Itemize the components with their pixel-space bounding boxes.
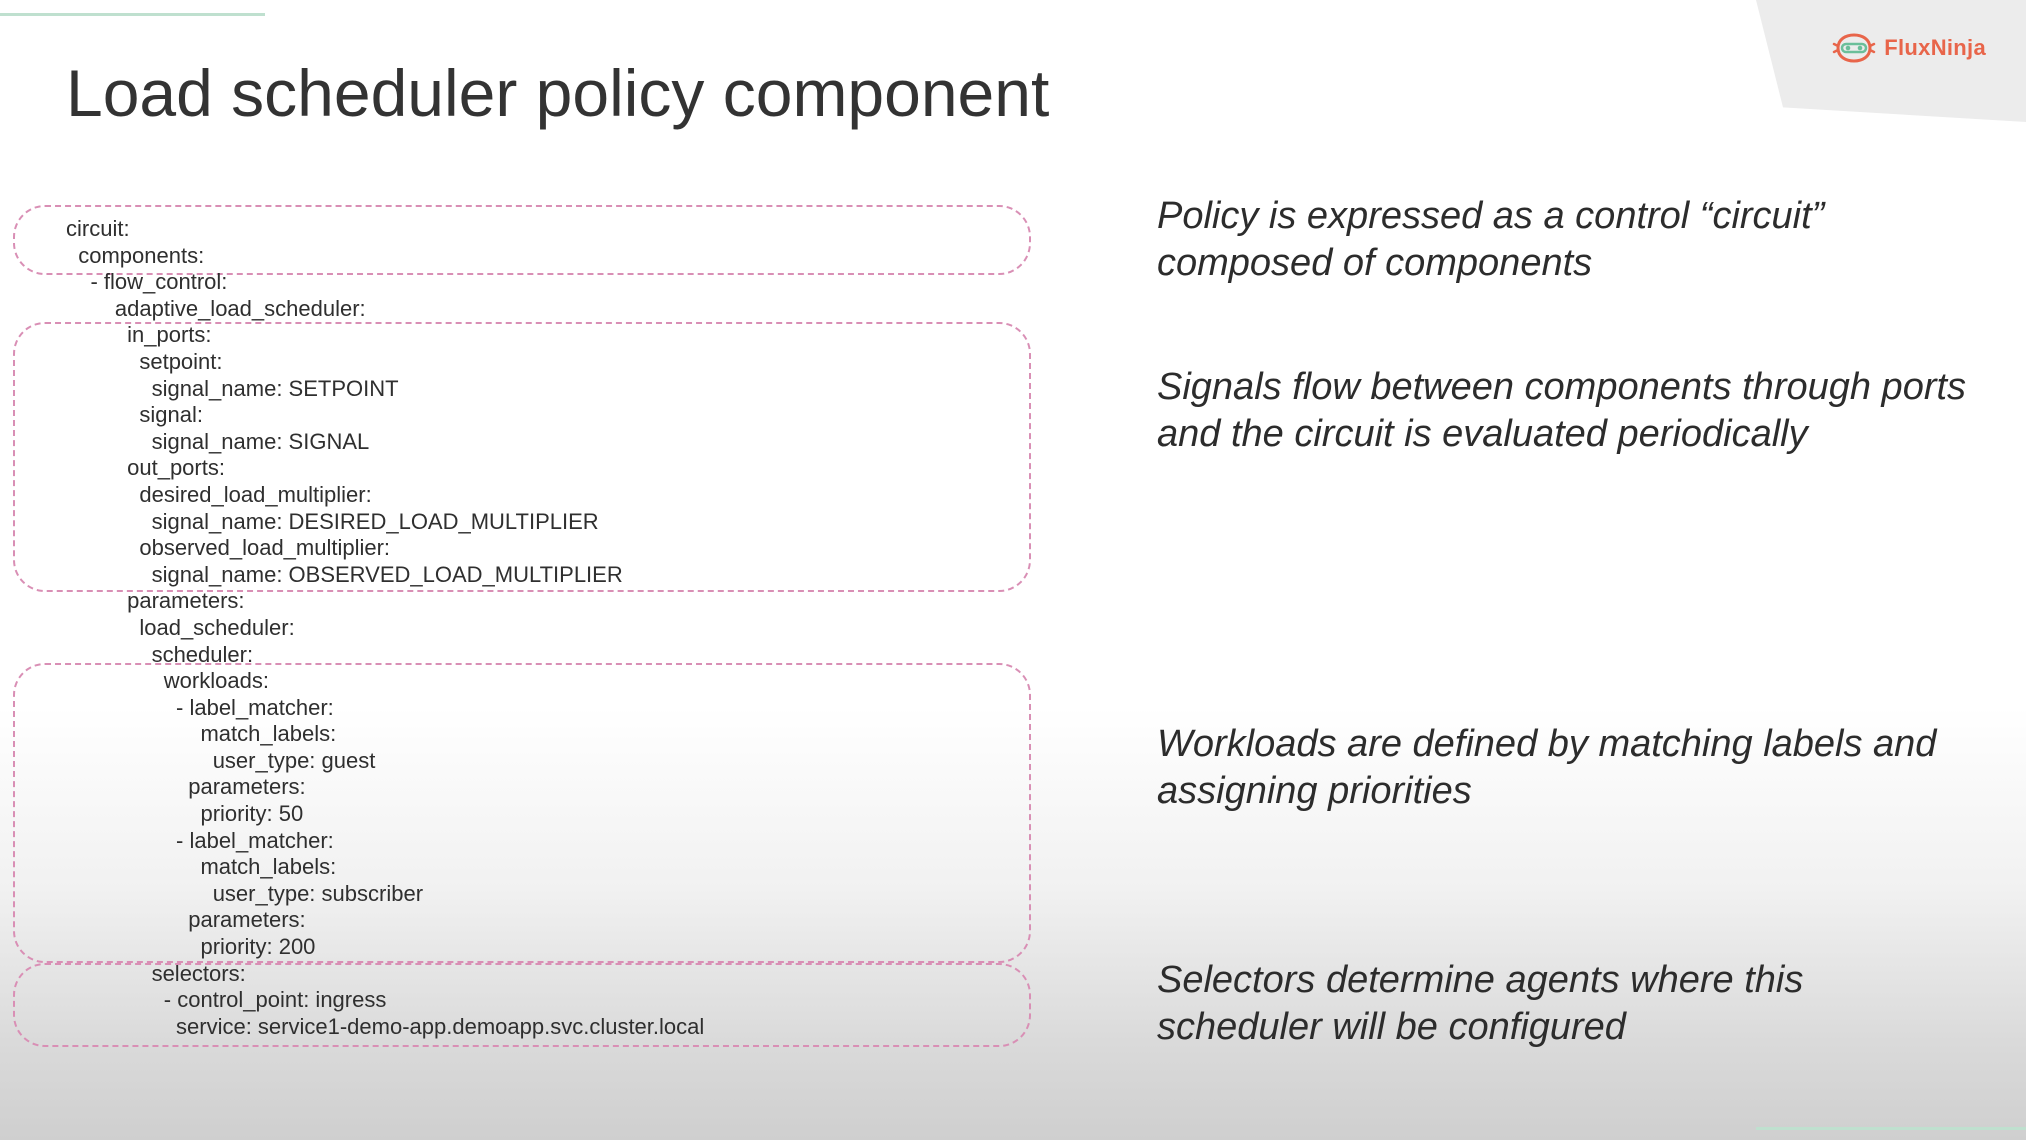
code-line: signal: xyxy=(66,402,203,428)
selectors-box xyxy=(13,963,1031,1047)
code-line: signal_name: SIGNAL xyxy=(66,428,370,454)
code-line: in_ports: xyxy=(66,322,212,348)
code-line: observed_load_multiplier: xyxy=(66,535,391,561)
code-line: scheduler: xyxy=(66,641,254,667)
code-line: - flow_control: xyxy=(66,269,228,295)
code-line: adaptive_load_scheduler: xyxy=(66,295,366,321)
code-line: signal_name: SETPOINT xyxy=(66,375,399,401)
code-line: workloads: xyxy=(66,668,269,694)
note-ports: Signals flow between components through … xyxy=(1157,366,1967,455)
code-line: components: xyxy=(66,242,205,268)
workloads-box xyxy=(13,663,1031,963)
bottom-accent-line xyxy=(1756,1127,2026,1130)
code-line: selectors: xyxy=(66,960,246,986)
brand-name: FluxNinja xyxy=(1884,35,1986,60)
code-line: desired_load_multiplier: xyxy=(66,481,372,507)
code-line: user_type: guest xyxy=(66,747,376,773)
note-circuit: Policy is expressed as a control “circui… xyxy=(1157,195,1825,284)
code-line: - label_matcher: xyxy=(66,694,334,720)
code-line: load_scheduler: xyxy=(66,614,295,640)
circuit-box xyxy=(13,205,1031,275)
slide-title: Load scheduler policy component xyxy=(66,56,1050,130)
note-workloads: Workloads are defined by matching labels… xyxy=(1157,723,1937,812)
code-line: priority: 50 xyxy=(66,801,304,827)
code-line: parameters: xyxy=(66,774,306,800)
code-line: - control_point: ingress xyxy=(66,987,387,1013)
policy-yaml: circuit: components: - flow_control: ada… xyxy=(66,216,704,1040)
code-line: signal_name: DESIRED_LOAD_MULTIPLIER xyxy=(66,508,599,534)
code-line: out_ports: xyxy=(66,455,225,481)
code-line: service: service1-demo-app.demoapp.svc.c… xyxy=(66,1013,705,1039)
note-selectors: Selectors determine agents where this sc… xyxy=(1157,959,1804,1048)
code-line: user_type: subscriber xyxy=(66,880,424,906)
code-line: signal_name: OBSERVED_LOAD_MULTIPLIER xyxy=(66,561,623,587)
code-line: parameters: xyxy=(66,907,306,933)
code-line: parameters: xyxy=(66,588,245,614)
ports-box xyxy=(13,322,1031,592)
brand-logo: FluxNinja xyxy=(1832,30,1986,66)
code-line: priority: 200 xyxy=(66,934,316,960)
code-line: setpoint: xyxy=(66,348,223,374)
code-line: match_labels: xyxy=(66,854,337,880)
code-line: - label_matcher: xyxy=(66,827,334,853)
logo-tab xyxy=(1756,0,2026,122)
code-line: circuit: xyxy=(66,216,130,241)
top-accent-line xyxy=(0,13,265,16)
fluxninja-logo-icon xyxy=(1833,33,1876,63)
code-line: match_labels: xyxy=(66,721,337,747)
